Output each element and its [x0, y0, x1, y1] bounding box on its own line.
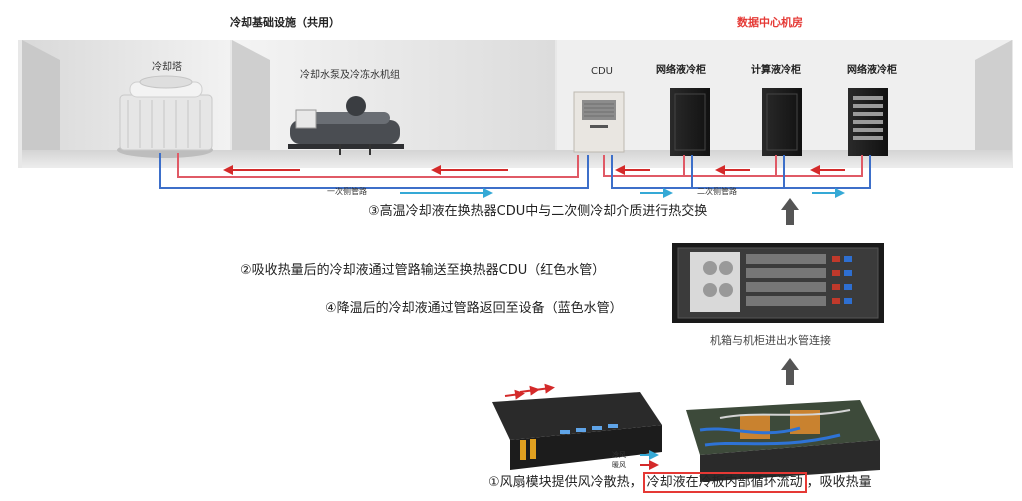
- facility-header: 冷却基础设施（共用）: [230, 16, 340, 29]
- primary-pipe-label: 一次侧管路: [327, 187, 367, 196]
- net-cabinet-label-2: 网络液冷柜: [847, 65, 897, 76]
- cold-plate-graphic: [686, 400, 880, 482]
- cooling-tower-label: 冷却塔: [152, 62, 182, 73]
- step1-suffix: ，吸收热量: [806, 475, 872, 490]
- compute-cabinet-label: 计算液冷柜: [751, 65, 801, 76]
- cooling-tower-graphic: [117, 75, 213, 158]
- step4-text: ④降温后的冷却液通过管路返回至设备（蓝色水管）: [325, 301, 623, 316]
- cdu-label: CDU: [591, 66, 614, 77]
- chassis-caption: 机箱与机柜进出水管连接: [710, 334, 831, 347]
- secondary-pipe-label: 二次侧管路: [697, 187, 737, 196]
- step2-text: ②吸收热量后的冷却液通过管路输送至换热器CDU（红色水管）: [240, 263, 606, 278]
- net-cabinet-label-1: 网络液冷柜: [656, 65, 706, 76]
- chiller-label: 冷却水泵及冷冻水机组: [300, 70, 400, 81]
- step1-highlight: 冷却液在冷板内部循环流动: [642, 472, 807, 493]
- step1-text: ①风扇模块提供风冷散热，冷却液在冷板内部循环流动，吸收热量: [488, 471, 872, 493]
- primary-loop-pipes: [159, 153, 589, 198]
- cold-air-label: 冷风: [612, 451, 626, 459]
- server-graphic: [492, 383, 662, 470]
- secondary-loop-pipes: [603, 155, 871, 198]
- step3-text: ③高温冷却液在换热器CDU中与二次侧冷却介质进行热交换: [368, 204, 708, 219]
- hot-air-label: 暖风: [612, 461, 626, 469]
- step1-prefix: ①风扇模块提供风冷散热，: [488, 475, 643, 490]
- process-arrows: [781, 198, 799, 385]
- cabinet-graphics: [670, 88, 888, 156]
- cdu-graphic: [573, 91, 625, 153]
- datacenter-header: 数据中心机房: [737, 16, 803, 29]
- chiller-graphic: [288, 96, 404, 155]
- chassis-graphic: [672, 243, 884, 323]
